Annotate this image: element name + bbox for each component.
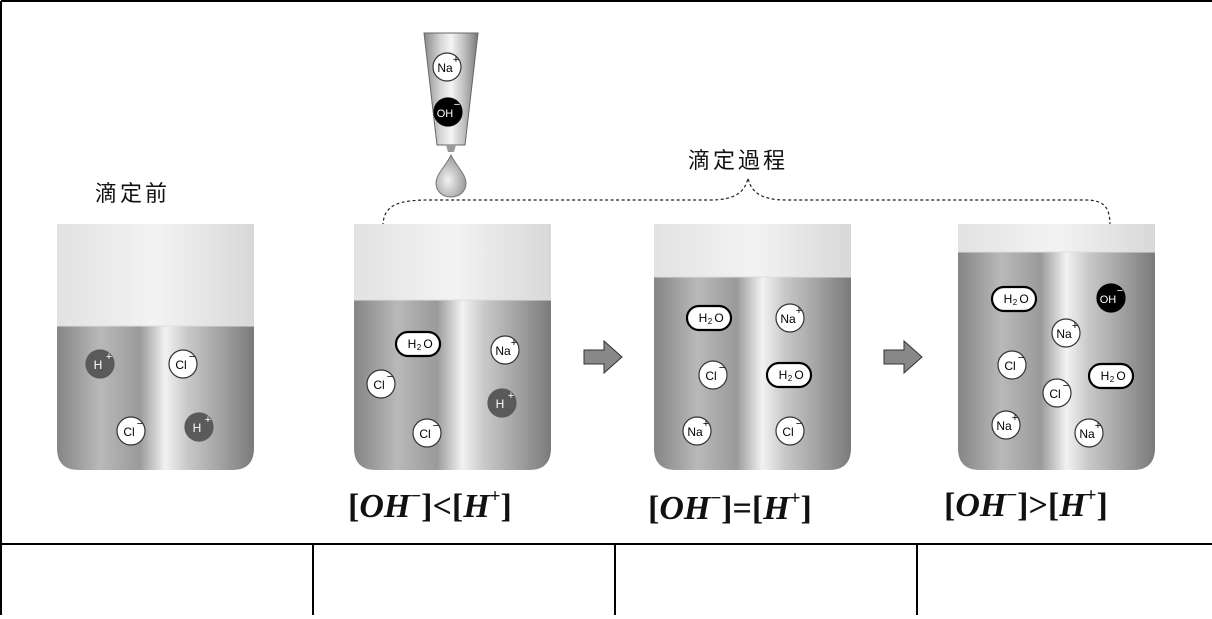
svg-text:2: 2 [417, 343, 422, 352]
svg-text:O: O [1116, 369, 1125, 383]
svg-text:−: − [189, 351, 195, 363]
svg-text:2: 2 [788, 374, 793, 383]
svg-text:−: − [719, 362, 725, 374]
h-molecule-icon: H+ [184, 412, 214, 442]
process-brace [382, 177, 1111, 227]
na-molecule-icon: Na+ [1074, 418, 1104, 448]
cl-molecule-icon: Cl− [775, 416, 805, 446]
svg-text:Na: Na [996, 419, 1012, 433]
svg-text:O: O [1019, 292, 1028, 306]
equation-2: [OH−]=[H+] [648, 487, 812, 527]
svg-text:−: − [387, 371, 393, 383]
svg-text:Na: Na [1056, 327, 1072, 341]
cl-molecule-icon: Cl− [1042, 378, 1072, 408]
svg-text:Na: Na [1079, 427, 1095, 441]
svg-text:H: H [1004, 292, 1013, 306]
h-molecule-icon: H+ [85, 349, 115, 379]
svg-text:H: H [94, 358, 103, 372]
svg-text:H: H [1101, 369, 1110, 383]
svg-text:−: − [433, 420, 439, 432]
na-molecule-icon: Na+ [490, 335, 520, 365]
svg-text:OH: OH [437, 108, 454, 120]
svg-text:−: − [796, 418, 802, 430]
beaker-1: H+Cl−Cl−H+ [57, 224, 254, 470]
svg-text:Na: Na [437, 61, 453, 75]
svg-text:Cl: Cl [175, 358, 186, 372]
right-arrow-icon [883, 339, 923, 375]
svg-text:O: O [714, 311, 723, 325]
equation-1: [OH−]<[H+] [348, 485, 512, 525]
svg-text:+: + [1095, 420, 1101, 432]
label-titration-process: 滴定過程 [688, 149, 789, 174]
svg-text:OH: OH [1100, 294, 1117, 306]
svg-text:+: + [453, 54, 459, 66]
svg-text:Cl: Cl [782, 425, 793, 439]
svg-text:Cl: Cl [1004, 359, 1015, 373]
svg-text:+: + [508, 390, 514, 402]
svg-text:Cl: Cl [123, 425, 134, 439]
svg-text:Cl: Cl [705, 369, 716, 383]
svg-text:+: + [1072, 320, 1078, 332]
na-molecule-icon: Na+ [682, 416, 712, 446]
svg-text:H: H [193, 421, 202, 435]
cl-molecule-icon: Cl− [168, 349, 198, 379]
svg-text:H: H [779, 368, 788, 382]
svg-text:+: + [511, 337, 517, 349]
svg-text:2: 2 [708, 317, 713, 326]
svg-text:+: + [703, 418, 709, 430]
svg-text:+: + [796, 305, 802, 317]
na-molecule-icon: Na+ [432, 52, 462, 82]
svg-text:−: − [1117, 285, 1123, 297]
svg-text:Cl: Cl [373, 378, 384, 392]
cl-molecule-icon: Cl− [412, 418, 442, 448]
svg-text:2: 2 [1013, 298, 1018, 307]
svg-text:O: O [423, 337, 432, 351]
svg-text:H: H [408, 337, 417, 351]
cl-molecule-icon: Cl− [698, 360, 728, 390]
svg-text:−: − [1063, 380, 1069, 392]
svg-text:−: − [137, 418, 143, 430]
cl-molecule-icon: Cl− [366, 369, 396, 399]
svg-text:+: + [1012, 412, 1018, 424]
label-before-titration: 滴定前 [95, 182, 171, 207]
na-molecule-icon: Na+ [775, 303, 805, 333]
right-arrow-icon [583, 339, 623, 375]
svg-text:Na: Na [495, 344, 511, 358]
oh-molecule-icon: OH− [433, 97, 463, 127]
cl-molecule-icon: Cl− [997, 350, 1027, 380]
cl-molecule-icon: Cl− [116, 416, 146, 446]
svg-text:+: + [205, 414, 211, 426]
svg-text:Cl: Cl [1049, 387, 1060, 401]
svg-text:H: H [699, 311, 708, 325]
droplet [435, 153, 467, 198]
na-molecule-icon: Na+ [1051, 318, 1081, 348]
svg-text:O: O [794, 368, 803, 382]
svg-text:H: H [496, 397, 505, 411]
equation-3: [OH−]>[H+] [944, 484, 1108, 524]
svg-text:Na: Na [687, 425, 703, 439]
svg-text:+: + [106, 351, 112, 363]
svg-text:Na: Na [780, 312, 796, 326]
h-molecule-icon: H+ [487, 388, 517, 418]
svg-text:Cl: Cl [419, 427, 430, 441]
svg-text:−: − [1018, 352, 1024, 364]
dropper: Na+ OH− [423, 32, 479, 198]
svg-text:2: 2 [1110, 375, 1115, 384]
oh-molecule-icon: OH− [1096, 283, 1126, 313]
na-molecule-icon: Na+ [991, 410, 1021, 440]
svg-text:−: − [454, 99, 460, 111]
